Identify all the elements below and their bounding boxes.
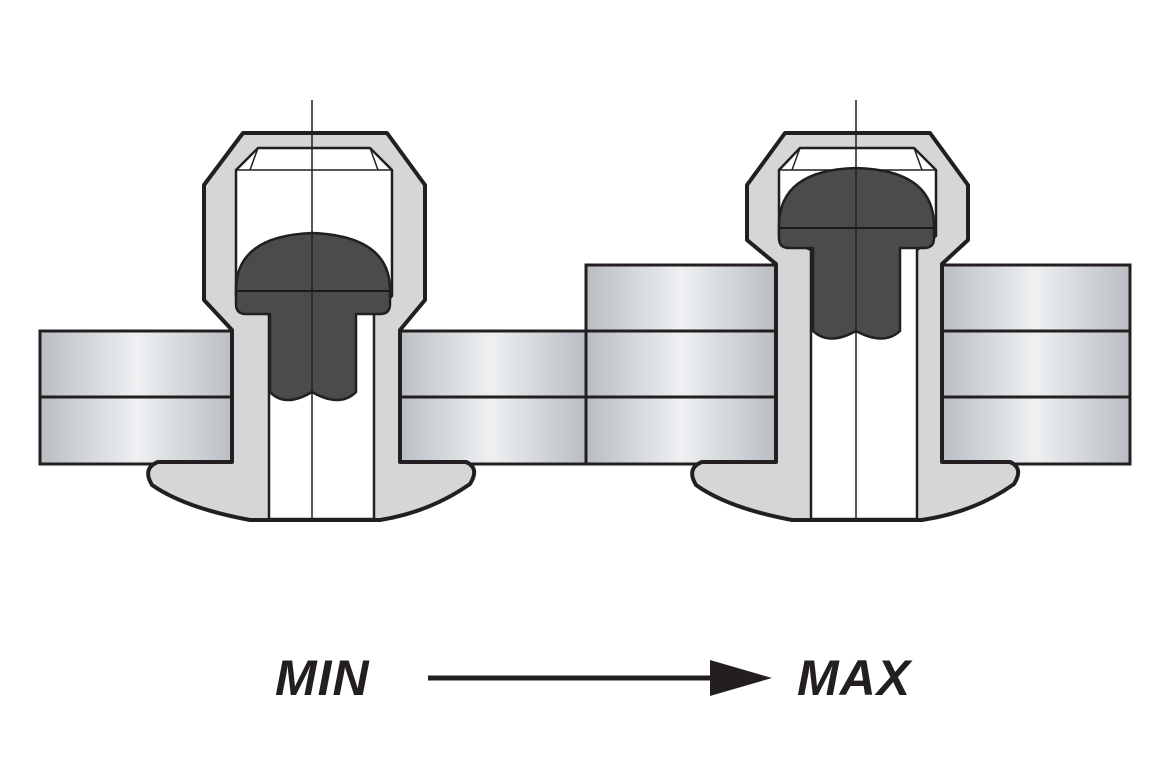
min-label: MIN bbox=[275, 650, 370, 706]
rivet-max bbox=[584, 100, 1132, 522]
plate-max-left-bottom bbox=[584, 395, 778, 466]
plate-max-left-mid bbox=[584, 329, 778, 399]
plate-max-right-mid bbox=[938, 329, 1132, 399]
plate-min-right-top bbox=[394, 329, 588, 399]
plate-max-right-bottom bbox=[938, 395, 1132, 466]
rivet-grip-range-diagram bbox=[38, 100, 1132, 522]
plate-max-right-top bbox=[938, 263, 1132, 333]
plate-min-left-bottom bbox=[38, 395, 236, 466]
right-arrow-icon bbox=[428, 660, 772, 696]
plate-min-left-top bbox=[38, 329, 236, 399]
max-label: MAX bbox=[797, 650, 912, 706]
plate-max-left-top bbox=[584, 263, 778, 333]
plates-min bbox=[38, 329, 588, 466]
plate-min-right-bottom bbox=[394, 395, 588, 466]
rivet-min bbox=[38, 100, 588, 522]
